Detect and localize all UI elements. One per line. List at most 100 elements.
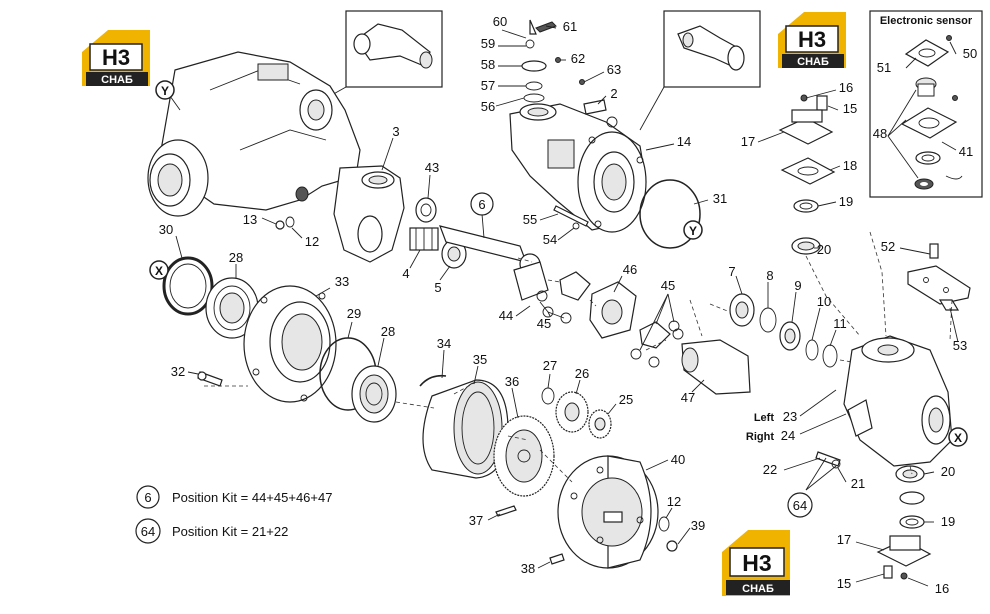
marker-y-top: Y — [155, 80, 175, 100]
part-number: 8 — [766, 268, 773, 283]
wheel-hub-33 — [243, 285, 337, 403]
kingpin-parts-56-62 — [521, 19, 618, 128]
part-number: 4 — [402, 266, 409, 281]
part-number: 25 — [619, 392, 633, 407]
cross-joint-assembly — [513, 261, 751, 395]
part-number: 33 — [335, 274, 349, 289]
part-number: 32 — [171, 364, 185, 379]
inset-axle-housing-view — [329, 10, 443, 97]
part-number: 30 — [159, 222, 173, 237]
part-number: 19 — [839, 194, 853, 209]
inset-title: Electronic sensor — [880, 15, 973, 27]
axle-housing — [147, 51, 361, 217]
part-number: 43 — [425, 160, 439, 175]
part-number: 29 — [347, 306, 361, 321]
marker-label: X — [155, 264, 163, 278]
part-number: 56 — [481, 99, 495, 114]
part-number: 58 — [481, 57, 495, 72]
bearing-28-right — [351, 365, 397, 423]
part-number: 23 — [783, 409, 797, 424]
part-number: 14 — [677, 134, 691, 149]
logo-word: CHAБ — [101, 74, 133, 86]
part-number: 21 — [851, 476, 865, 491]
gear-26 — [555, 391, 589, 433]
part-number: 11 — [833, 316, 847, 331]
part-number: 7 — [728, 264, 735, 279]
part-number: 45 — [537, 316, 551, 331]
yoke-3 — [333, 165, 405, 263]
part-number: 59 — [481, 36, 495, 51]
steering-knuckle-right — [843, 335, 953, 467]
part-number: 41 — [959, 144, 973, 159]
part-number: 27 — [543, 358, 557, 373]
part-number: 12 — [305, 234, 319, 249]
part-number: 61 — [563, 19, 577, 34]
marker-label: Y — [161, 84, 169, 98]
marker-y-right: Y — [683, 220, 703, 240]
part-number: 48 — [873, 126, 887, 141]
planet-carrier-36 — [493, 415, 555, 497]
legend: 6 Position Kit = 44+45+46+47 64 Position… — [135, 485, 332, 544]
part-number: 13 — [243, 212, 257, 227]
part-number: 15 — [843, 101, 857, 116]
marker-label: X — [954, 431, 962, 445]
part-number: 46 — [623, 262, 637, 277]
logo-letters: H3 — [742, 550, 771, 576]
bolt-55 — [553, 205, 589, 230]
callout-kit-6: 6 — [470, 192, 494, 216]
part-number: 45 — [661, 278, 675, 293]
part-number: 5 — [434, 280, 441, 295]
part-number: 47 — [681, 390, 695, 405]
legend-item-kit-6: 6 Position Kit = 44+45+46+47 — [136, 485, 332, 509]
part-number: 26 — [575, 366, 589, 381]
legend-num: 64 — [141, 524, 155, 539]
legend-num: 6 — [144, 490, 151, 505]
part-number: 9 — [794, 278, 801, 293]
part-number: 15 — [837, 576, 851, 591]
part-number: 57 — [481, 78, 495, 93]
part-number: 52 — [881, 239, 895, 254]
part-number: 2 — [610, 86, 617, 101]
part-number: 51 — [877, 60, 891, 75]
marker-label: Y — [689, 224, 697, 238]
legend-text: Position Kit = 44+45+46+47 — [172, 490, 332, 505]
marker-x-right: X — [948, 427, 968, 447]
logo-top-right: H3 CHAБ — [778, 12, 846, 68]
part-number: 31 — [713, 191, 727, 206]
part-number: 28 — [381, 324, 395, 339]
o-ring-31 — [639, 179, 701, 249]
leader-lines — [169, 25, 959, 587]
part-number: 17 — [741, 134, 755, 149]
bearings-and-shaft — [409, 197, 541, 275]
part-number: 60 — [493, 14, 507, 29]
part-number: 17 — [837, 532, 851, 547]
part-number: 36 — [505, 374, 519, 389]
logo-letters: H3 — [102, 45, 130, 70]
inset-axle-end-view — [639, 10, 761, 131]
part-number: 24 — [781, 428, 795, 443]
part-number: 53 — [953, 338, 967, 353]
seal-30 — [162, 256, 214, 316]
steering-knuckle-14 — [509, 103, 647, 233]
part-number: 3 — [392, 124, 399, 139]
part-number: 44 — [499, 308, 513, 323]
part-number: 20 — [941, 464, 955, 479]
part-number: 50 — [963, 46, 977, 61]
part-number: 18 — [843, 158, 857, 173]
legend-text: Position Kit = 21+22 — [172, 524, 288, 539]
ring-gear-35 — [419, 374, 509, 479]
part-number: 40 — [671, 452, 685, 467]
part-number: 10 — [817, 294, 831, 309]
part-number: 62 — [571, 51, 585, 66]
part-number: 63 — [607, 62, 621, 77]
steering-arm-53 — [907, 243, 971, 311]
part-number: 20 — [817, 242, 831, 257]
part-number: 64 — [793, 498, 807, 513]
part-number: 16 — [935, 581, 949, 596]
inset-electronic-sensor: Electronic sensor — [869, 10, 983, 198]
part-number: 38 — [521, 561, 535, 576]
part-number: 39 — [691, 518, 705, 533]
part-number: 35 — [473, 352, 487, 367]
gear-25 — [588, 409, 612, 439]
